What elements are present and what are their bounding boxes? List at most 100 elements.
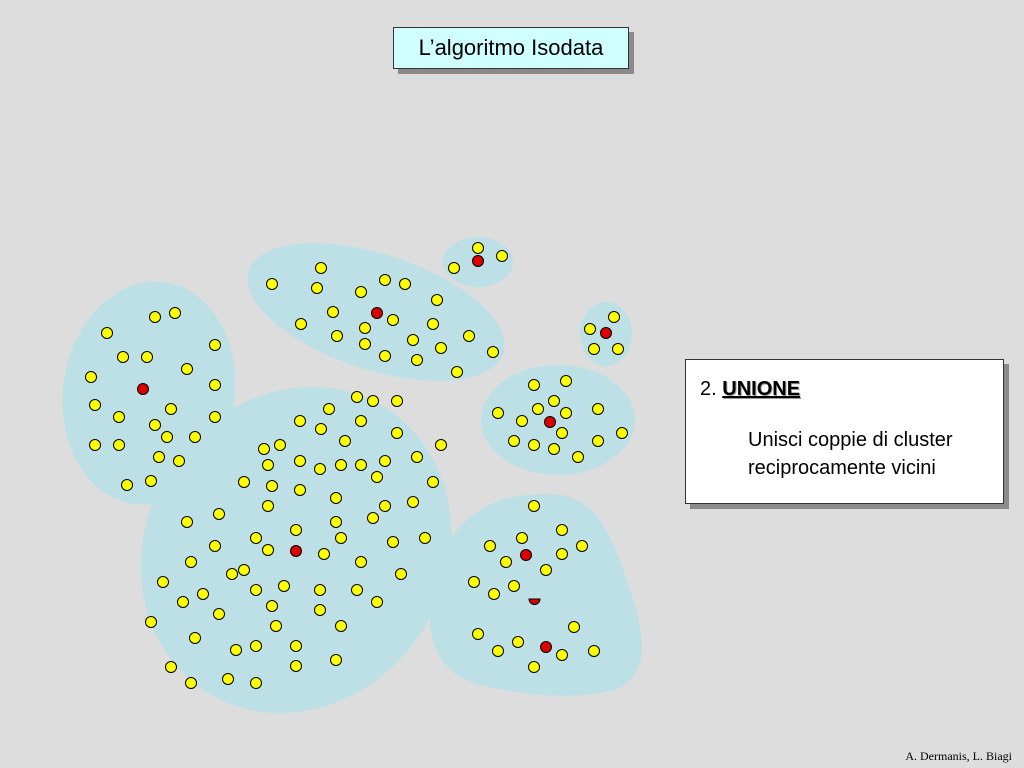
sample-point (149, 419, 161, 431)
sample-point (262, 500, 274, 512)
sample-point (181, 363, 193, 375)
sample-point (121, 479, 133, 491)
sample-point (173, 455, 185, 467)
sample-point (484, 540, 496, 552)
cluster-center (290, 545, 302, 557)
sample-point (556, 649, 568, 661)
sample-point (230, 644, 242, 656)
sample-point (399, 278, 411, 290)
sample-point (169, 307, 181, 319)
sample-point (496, 250, 508, 262)
cluster-region-bottom-right (429, 494, 643, 696)
sample-point (556, 427, 568, 439)
sample-point (351, 584, 363, 596)
step-description-line-1: Unisci coppie di cluster (748, 429, 953, 451)
step-number: 2. (700, 378, 717, 400)
sample-point (339, 435, 351, 447)
sample-point (165, 403, 177, 415)
sample-point (407, 334, 419, 346)
sample-point (560, 375, 572, 387)
sample-point (262, 459, 274, 471)
sample-point (355, 459, 367, 471)
sample-point (331, 330, 343, 342)
step-description: Unisci coppie di cluster reciprocamente … (748, 426, 953, 482)
sample-point (315, 423, 327, 435)
sample-point (113, 411, 125, 423)
sample-point (238, 564, 250, 576)
sample-point (488, 588, 500, 600)
sample-point (222, 673, 234, 685)
sample-point (327, 306, 339, 318)
sample-point (468, 576, 480, 588)
cluster-centers (137, 255, 612, 653)
cluster-center (371, 307, 383, 319)
sample-point (448, 262, 460, 274)
sample-point (335, 532, 347, 544)
sample-point (407, 496, 419, 508)
sample-point (592, 403, 604, 415)
sample-point (311, 282, 323, 294)
sample-point (528, 379, 540, 391)
sample-point (145, 616, 157, 628)
cluster-region-mid-right (481, 365, 635, 475)
sample-point (197, 588, 209, 600)
sample-point (270, 620, 282, 632)
sample-point (314, 463, 326, 475)
sample-point (616, 427, 628, 439)
sample-point (323, 403, 335, 415)
sample-point (487, 346, 499, 358)
step-heading: 2. UNIONE (700, 378, 800, 401)
sample-point (560, 407, 572, 419)
cluster-center (520, 549, 532, 561)
sample-point (367, 512, 379, 524)
sample-point (262, 544, 274, 556)
sample-point (608, 311, 620, 323)
step-description-line-2: reciprocamente vicini (748, 457, 936, 479)
sample-point (548, 443, 560, 455)
sample-point (395, 568, 407, 580)
sample-point (540, 564, 552, 576)
sample-point (387, 314, 399, 326)
sample-point (145, 475, 157, 487)
sample-point (213, 508, 225, 520)
sample-point (258, 443, 270, 455)
sample-point (431, 294, 443, 306)
sample-point (391, 427, 403, 439)
sample-point (213, 608, 225, 620)
sample-point (185, 677, 197, 689)
sample-point (294, 484, 306, 496)
sample-point (451, 366, 463, 378)
sample-point (512, 636, 524, 648)
sample-point (355, 286, 367, 298)
sample-point (528, 439, 540, 451)
sample-point (391, 395, 403, 407)
sample-point (379, 350, 391, 362)
cluster-center (540, 641, 552, 653)
sample-point (528, 500, 540, 512)
sample-point (117, 351, 129, 363)
sample-point (411, 451, 423, 463)
sample-point (411, 354, 423, 366)
sample-point (379, 500, 391, 512)
sample-point (592, 435, 604, 447)
sample-point (278, 580, 290, 592)
sample-point (315, 262, 327, 274)
sample-point (435, 342, 447, 354)
cluster-center (544, 416, 556, 428)
sample-point (101, 327, 113, 339)
sample-point (435, 439, 447, 451)
sample-point (427, 318, 439, 330)
cluster-center (600, 327, 612, 339)
sample-point (330, 492, 342, 504)
sample-point (266, 278, 278, 290)
sample-point (209, 411, 221, 423)
sample-point (528, 661, 540, 673)
sample-point (500, 556, 512, 568)
sample-point (548, 395, 560, 407)
sample-point (419, 532, 431, 544)
sample-point (355, 556, 367, 568)
sample-point (318, 548, 330, 560)
sample-point (185, 556, 197, 568)
sample-point (141, 351, 153, 363)
sample-point (189, 431, 201, 443)
